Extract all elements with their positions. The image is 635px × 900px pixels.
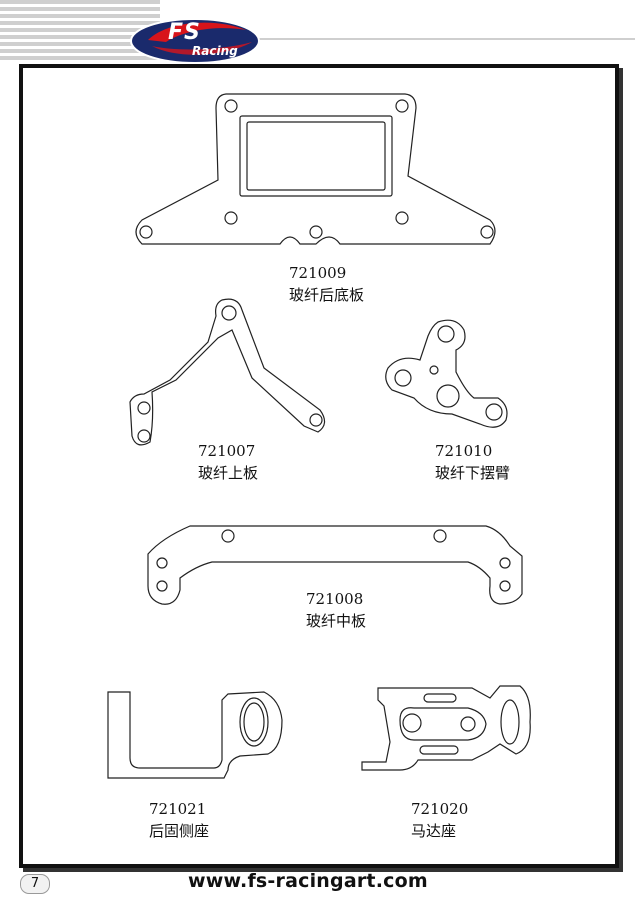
part-code: 721008 — [306, 590, 364, 608]
header-rule — [240, 38, 635, 40]
part-721007-drawing — [129, 298, 326, 446]
logo-subtext: Racing — [192, 44, 238, 58]
logo-text: FS — [168, 20, 201, 45]
part-name: 玻纤后底板 — [289, 286, 365, 304]
part-code: 721009 — [289, 264, 347, 282]
content-frame — [19, 64, 619, 868]
part-721021-drawing — [107, 691, 283, 779]
part-name: 马达座 — [411, 822, 457, 840]
part-721010-label: 721010 玻纤下摆臂 — [435, 440, 510, 484]
part-name: 后固侧座 — [149, 822, 210, 840]
part-code: 721021 — [149, 800, 207, 818]
page-number: 7 — [20, 874, 50, 894]
part-name: 玻纤中板 — [306, 612, 367, 630]
part-721010-drawing — [385, 319, 508, 428]
part-721009-drawing — [135, 93, 496, 245]
header-stripes — [0, 0, 160, 62]
part-name: 玻纤上板 — [198, 464, 259, 482]
part-721020-drawing — [361, 685, 531, 771]
part-name: 玻纤下摆臂 — [435, 464, 511, 482]
part-721008-drawing — [147, 525, 523, 605]
part-721021-label: 721021 后固侧座 — [149, 798, 209, 842]
logo-emblem-icon — [130, 18, 260, 64]
part-721007-label: 721007 玻纤上板 — [198, 440, 258, 484]
part-721020-label: 721020 马达座 — [411, 798, 468, 842]
part-code: 721010 — [435, 442, 493, 460]
part-721008-label: 721008 玻纤中板 — [306, 588, 366, 632]
brand-logo: FS Racing — [128, 16, 262, 66]
website-url: www.fs-racingart.com — [188, 870, 428, 892]
part-code: 721020 — [411, 800, 469, 818]
part-code: 721007 — [198, 442, 256, 460]
part-721009-label: 721009 玻纤后底板 — [289, 262, 364, 306]
